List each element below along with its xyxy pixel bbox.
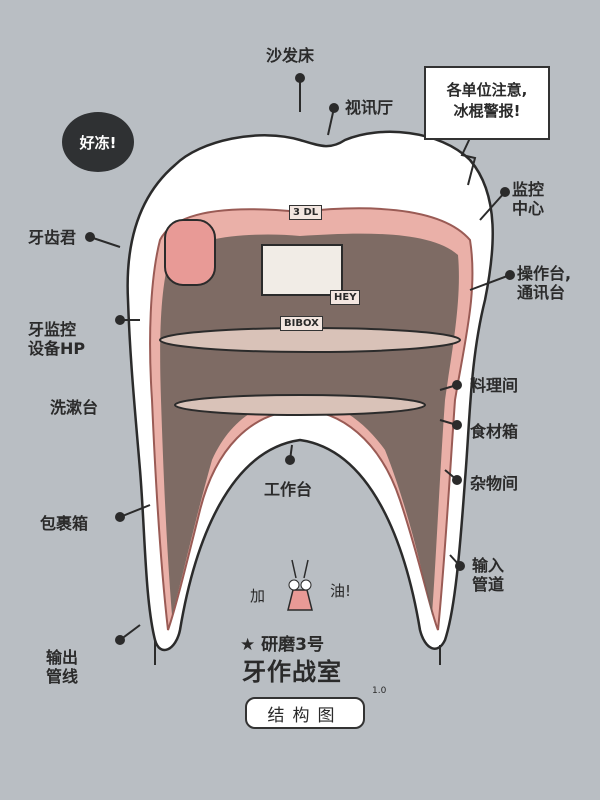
label-storeroom: 杂物间	[470, 474, 519, 493]
cheer-bug	[287, 589, 313, 611]
label-input-pipe: 输入管道	[472, 556, 505, 594]
hey-tag: HEY	[330, 290, 361, 305]
label-output-pipe: 输出管线	[46, 648, 79, 686]
middle-floor	[174, 394, 426, 416]
cheer-right: 油!	[330, 582, 352, 600]
label-kitchen: 料理间	[470, 376, 519, 395]
title-line2: 牙作战室	[242, 658, 342, 686]
label-sofa-bed: 沙发床	[266, 46, 315, 65]
cheer-left: 加	[250, 587, 266, 605]
pink-robot	[164, 219, 216, 286]
label-food-box: 食材箱	[470, 422, 519, 441]
label-workbench: 工作台	[264, 480, 313, 499]
version-label: 1.0	[372, 686, 387, 696]
upper-floor	[159, 327, 461, 353]
label-parcel-box: 包裹箱	[40, 514, 89, 533]
cold-speech-bubble: 好冻!	[62, 112, 134, 172]
title-line1: ★ 研磨3号	[240, 635, 324, 655]
label-washstand: 洗漱台	[50, 398, 99, 417]
floor-tag: 3 DL	[289, 205, 323, 220]
label-tooth-monitor: 牙监控设备HP	[28, 320, 86, 358]
bibox-tag: BIBOX	[280, 316, 323, 331]
caption-box: 结构图	[245, 697, 365, 729]
label-video-hall: 视讯厅	[345, 98, 394, 117]
label-monitor-center: 监控中心	[512, 180, 545, 218]
monitor-screen	[261, 244, 343, 296]
label-console: 操作台,通讯台	[517, 264, 572, 302]
bubble-tail	[460, 137, 477, 186]
alert-speech-bubble: 各单位注意,冰棍警报!	[424, 66, 550, 140]
label-tooth-kun: 牙齿君	[28, 228, 77, 247]
